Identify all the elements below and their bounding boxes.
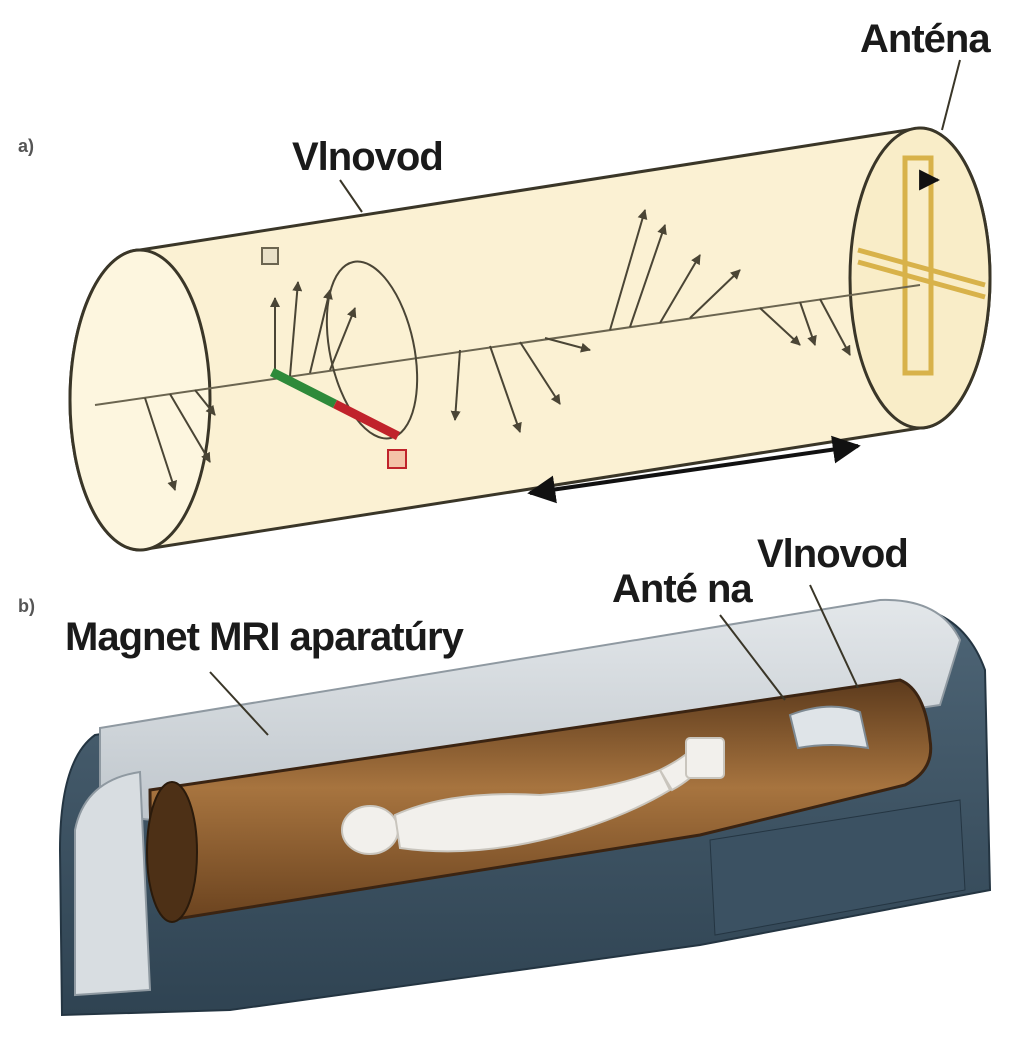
antenna-leader (941, 59, 961, 131)
field-loop (325, 260, 419, 440)
waveguide-label: Vlnovod (292, 135, 443, 179)
waveguide-tube (68, 126, 992, 552)
magnet-leader (209, 671, 269, 736)
bore-antenna-label: Anté na (612, 567, 753, 611)
panel-b-label: b) (18, 596, 35, 616)
bore-antenna (788, 705, 870, 750)
panel-a-label: a) (18, 136, 34, 156)
bore-waveguide-label: Vlnovod (757, 532, 908, 576)
waveguide-leader (339, 179, 363, 213)
magnet-step-face (709, 799, 966, 936)
magnet-front-face (74, 770, 152, 997)
e-field-marker (261, 247, 279, 265)
propagation-arrow (527, 435, 861, 504)
bore-opening (146, 781, 198, 923)
bore-waveguide-leader (809, 584, 859, 689)
e-field-vector (269, 367, 338, 409)
b-field-marker (387, 449, 407, 469)
waveguide-left-end (68, 248, 212, 552)
patient (341, 737, 725, 855)
panel-a: a) (18, 17, 992, 552)
b-field-vector (332, 399, 401, 441)
antenna-label: Anténa (860, 17, 991, 61)
field-vectors (144, 209, 851, 491)
bore-antenna-leader (719, 614, 786, 701)
panel-b: b) Magnet MRI aparatúry Anté na Vlnovod (18, 532, 992, 1017)
wave-axis (94, 284, 921, 406)
birdcage-antenna (857, 155, 986, 376)
magnet-label: Magnet MRI aparatúry (65, 615, 465, 659)
